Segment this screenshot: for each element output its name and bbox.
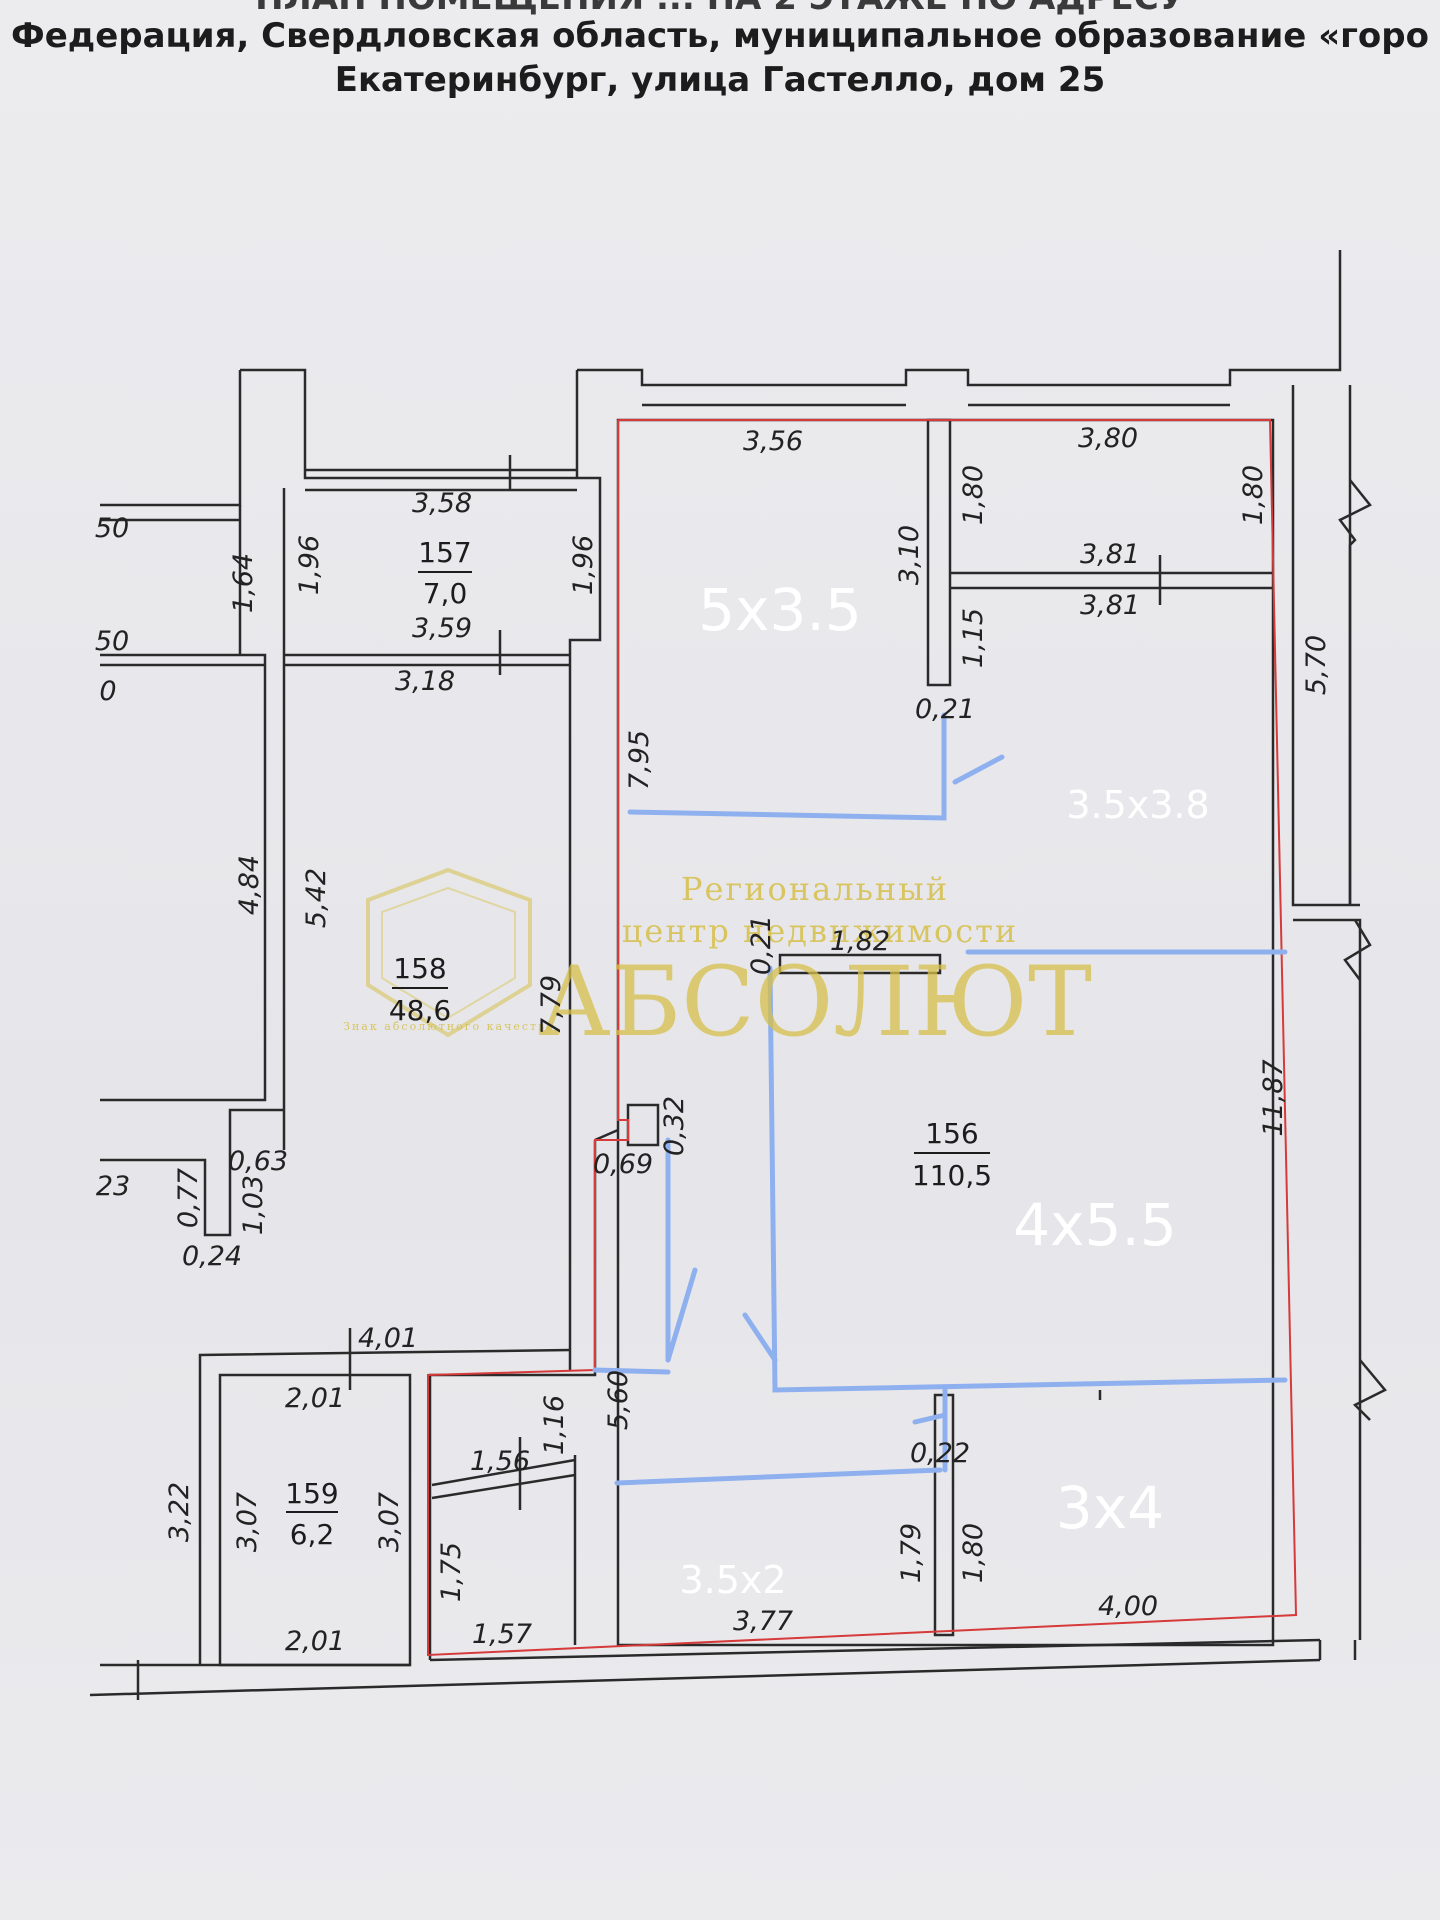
- dim-label: 4,01: [358, 1323, 418, 1354]
- annotation-3-5x2: 3.5x2: [679, 1558, 786, 1602]
- dim-label: 1,15: [958, 608, 989, 668]
- dim-label: 0,21: [915, 694, 975, 725]
- dim-label: 23: [96, 1171, 130, 1202]
- dim-label: 3,22: [164, 1482, 195, 1542]
- room-159-area: 6,2: [290, 1518, 335, 1551]
- dim-label: 1,80: [1238, 465, 1269, 525]
- annotation-3x4: 3x4: [1056, 1474, 1164, 1542]
- room-labels: 157 7,0 158 48,6 159 6,2 156 110,5: [285, 536, 992, 1551]
- room-158-number: 158: [393, 952, 446, 985]
- dim-label: 11,87: [1258, 1059, 1289, 1136]
- watermark-line-1: Региональный: [681, 870, 949, 908]
- dim-label: 0,63: [228, 1146, 288, 1177]
- dim-label: 3,81: [1080, 539, 1140, 570]
- watermark: Знак абсолютного качества Региональный ц…: [343, 867, 1092, 1058]
- size-annotations: 5x3.5 3.5x3.8 4x5.5 3x4 3.5x2: [679, 576, 1209, 1602]
- dim-label: 5,60: [603, 1370, 634, 1430]
- dim-label: 0: [99, 676, 116, 707]
- header-line-0: ПЛАН ПОМЕЩЕНИЯ ... НА 2 ЭТАЖЕ ПО АДРЕСУ: [0, 0, 1440, 18]
- annotation-3-5x3-8: 3.5x3.8: [1066, 783, 1209, 827]
- dim-label: 3,18: [395, 666, 455, 697]
- annotation-4x5-5: 4x5.5: [1013, 1191, 1176, 1259]
- dim-label: 3,07: [374, 1492, 405, 1552]
- dim-label: 1,80: [958, 465, 989, 525]
- dim-label: 1,57: [472, 1619, 532, 1650]
- dim-label: 3,07: [232, 1492, 263, 1552]
- dim-label: 4,84: [234, 855, 265, 915]
- dim-label: 5,70: [1301, 635, 1332, 695]
- dim-label: 1,96: [294, 535, 325, 595]
- dim-label: 50: [95, 626, 129, 657]
- dim-label: 1,16: [539, 1395, 570, 1455]
- dim-label: 1,79: [896, 1523, 927, 1583]
- dim-label: 3,77: [733, 1606, 793, 1637]
- header-line-2: Екатеринбург, улица Гастелло, дом 25: [334, 60, 1106, 100]
- dim-label: 1,80: [958, 1523, 989, 1583]
- dim-label: 0,32: [659, 1096, 690, 1156]
- room-157-area: 7,0: [423, 577, 468, 610]
- dim-label: 1,03: [238, 1175, 269, 1235]
- header-line-1: Федерация, Свердловская область, муницип…: [10, 16, 1429, 56]
- room-159-number: 159: [285, 1477, 338, 1510]
- watermark-line-2: центр недвижимости: [622, 912, 1018, 950]
- watermark-brand: АБСОЛЮТ: [538, 946, 1092, 1058]
- dim-label: 1,64: [228, 553, 259, 613]
- annotation-5x3-5: 5x3.5: [698, 576, 861, 644]
- dim-label: 1,82: [830, 926, 890, 957]
- dim-label: 0,21: [746, 915, 777, 975]
- dim-label: 1,56: [470, 1446, 530, 1477]
- room-157-number: 157: [418, 536, 471, 569]
- seal-text: Знак абсолютного качества: [343, 1020, 555, 1033]
- dim-label: 7,95: [624, 730, 655, 790]
- dim-label: 1,96: [568, 535, 599, 595]
- partition-lines: [592, 712, 1288, 1486]
- seal-icon: [366, 867, 532, 1038]
- dim-label: 4,00: [1098, 1591, 1158, 1622]
- dim-label: 2,01: [285, 1626, 345, 1657]
- dim-label: 3,58: [412, 488, 472, 519]
- room-158-area: 48,6: [389, 994, 451, 1027]
- dim-label: 7,79: [536, 975, 567, 1035]
- room-156-area: 110,5: [912, 1159, 992, 1192]
- room-156-number: 156: [925, 1117, 978, 1150]
- dim-label: 0,77: [173, 1168, 204, 1228]
- dim-label: 0,24: [182, 1241, 242, 1272]
- dimension-labels: 3,56 3,80 1,80 1,80 3,10 3,81 3,81 1,15 …: [95, 423, 1332, 1657]
- dim-label: 5,42: [301, 868, 332, 928]
- dim-label: 2,01: [285, 1383, 345, 1414]
- dim-label: 50: [95, 513, 129, 544]
- dim-label: 1,75: [436, 1542, 467, 1602]
- dim-label: 3,80: [1078, 423, 1138, 454]
- dim-label: 3,59: [412, 613, 472, 644]
- dim-label: 3,56: [743, 426, 803, 457]
- dim-label: 3,10: [894, 525, 925, 585]
- dim-label: 3,81: [1080, 590, 1140, 621]
- dim-label: 0,69: [593, 1149, 653, 1180]
- dim-label: 0,22: [910, 1438, 970, 1469]
